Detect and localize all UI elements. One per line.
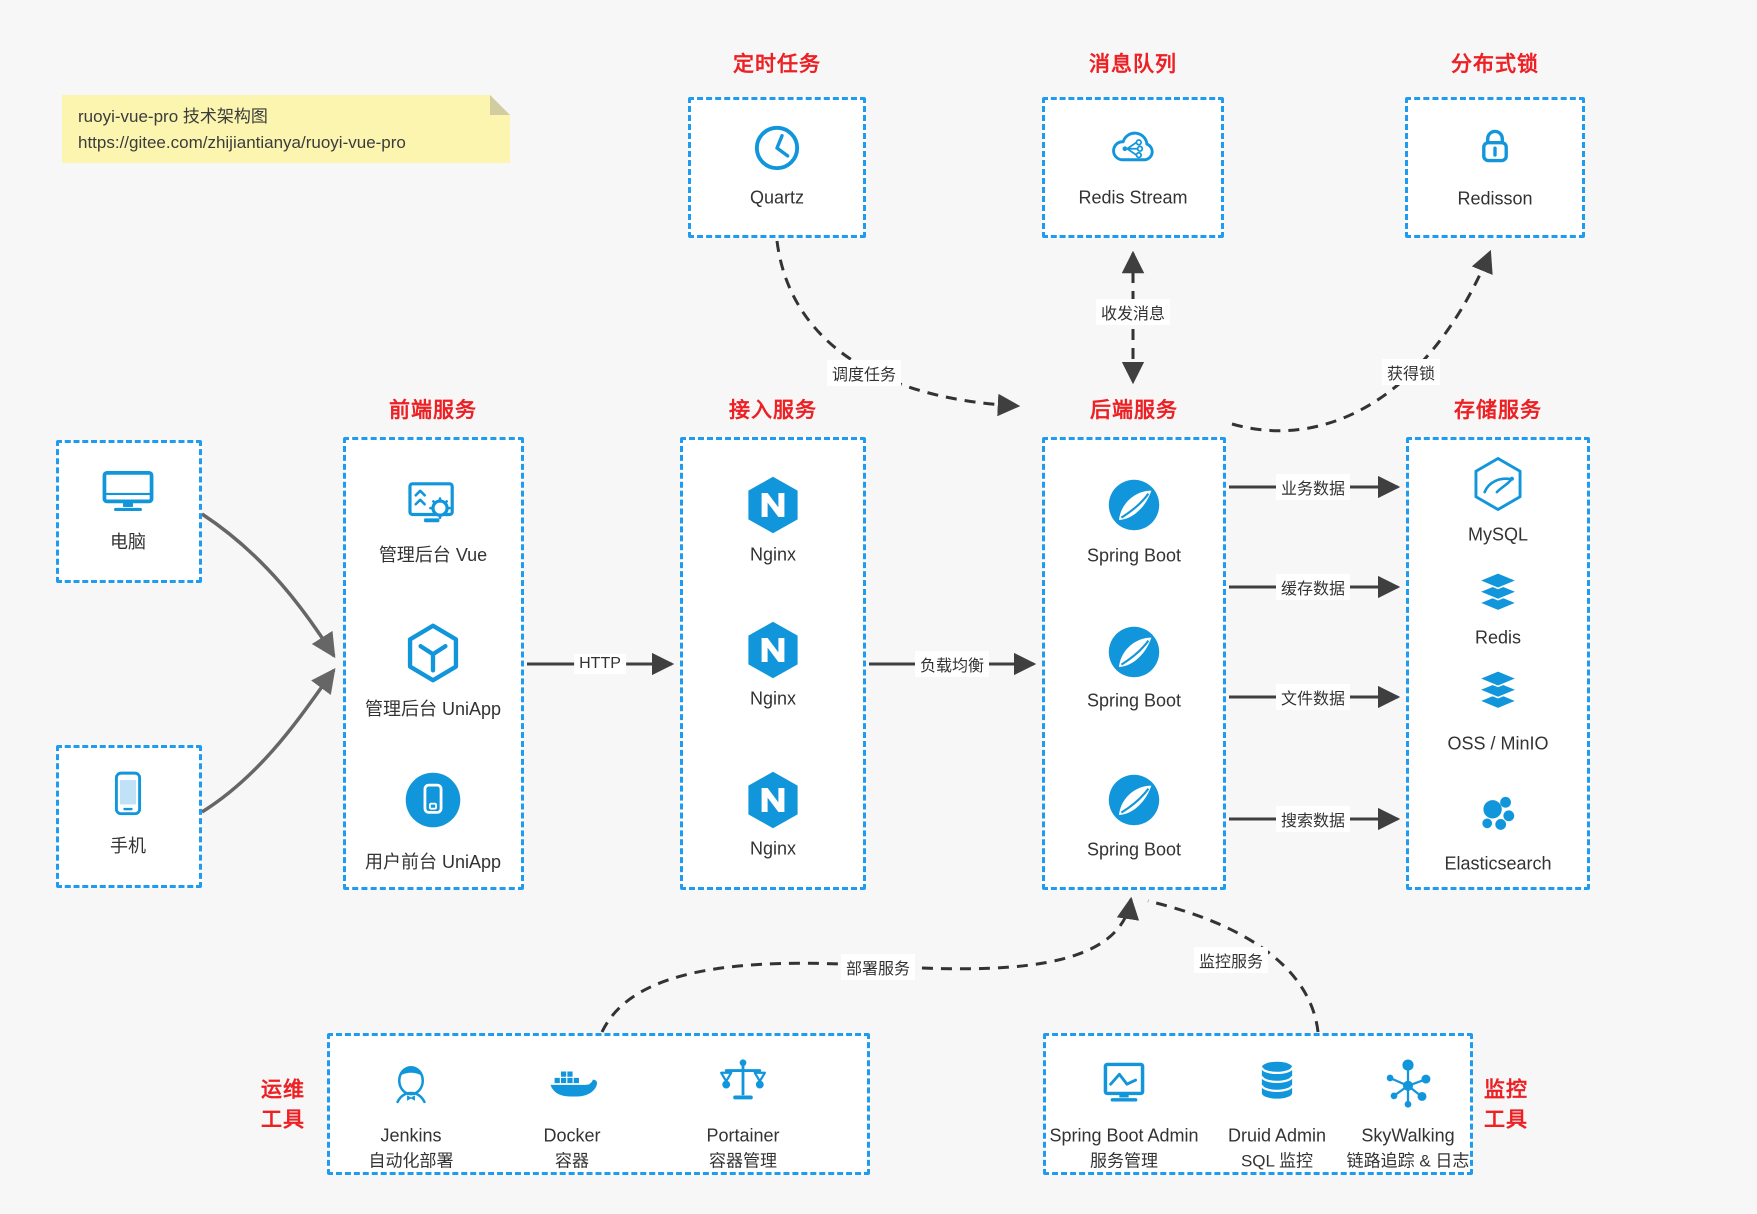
portainer-icon — [715, 1056, 771, 1112]
node-druid-desc: SQL 监控 — [1240, 1151, 1314, 1171]
group-monitor-tools — [1043, 1033, 1473, 1175]
nginx-icon — [743, 475, 803, 535]
node-nginx-3-label: Nginx — [749, 838, 797, 859]
nginx-icon — [743, 770, 803, 830]
node-redis-stream — [1042, 97, 1224, 238]
elasticsearch-icon — [1471, 785, 1525, 839]
edge-label-search-data: 搜索数据 — [1275, 806, 1351, 832]
node-nginx-2-label: Nginx — [749, 688, 797, 709]
node-nginx-1-label: Nginx — [749, 544, 797, 565]
spring-icon — [1104, 770, 1164, 830]
edge-label-file-data: 文件数据 — [1275, 684, 1351, 710]
group-title-distributed-lock: 分布式锁 — [1451, 53, 1539, 76]
node-portainer-desc: 容器管理 — [709, 1151, 777, 1171]
edge-label-business-data: 业务数据 — [1275, 474, 1351, 500]
node-skywalking-desc: 链路追踪 & 日志 — [1346, 1151, 1470, 1171]
node-admin-uniapp-label: 管理后台 UniApp — [364, 699, 502, 719]
redis-stack-icon — [1470, 566, 1526, 622]
node-redis-label: Redis — [1474, 627, 1522, 648]
column-title-frontend: 前端服务 — [389, 399, 477, 422]
node-portainer-label: Portainer — [706, 1125, 780, 1146]
database-icon — [1249, 1055, 1305, 1111]
computer-icon — [97, 458, 159, 520]
note-url: https://gitee.com/zhijiantianya/ruoyi-vu… — [78, 133, 406, 153]
node-jenkins-label: Jenkins — [380, 1125, 442, 1146]
node-druid-label: Druid Admin — [1227, 1125, 1327, 1146]
nginx-icon — [743, 620, 803, 680]
spring-icon — [1104, 622, 1164, 682]
topology-icon — [1380, 1055, 1436, 1111]
column-title-access: 接入服务 — [729, 399, 817, 422]
node-sba-desc: 服务管理 — [1090, 1151, 1158, 1171]
mysql-icon — [1469, 455, 1527, 513]
group-title-monitor-tools: 监控 工具 — [1484, 1078, 1528, 1132]
node-redisson-label: Redisson — [1457, 188, 1533, 209]
node-docker-label: Docker — [543, 1125, 601, 1146]
node-computer — [56, 440, 202, 583]
edge-label-messages: 收发消息 — [1095, 299, 1171, 325]
node-redisson — [1405, 97, 1585, 238]
cloud-stream-icon — [1104, 118, 1162, 176]
note-title: ruoyi-vue-pro 技术架构图 — [78, 107, 268, 126]
group-title-scheduled-tasks: 定时任务 — [733, 53, 821, 76]
group-title-ops-tools: 运维 工具 — [261, 1078, 305, 1132]
edge-label-schedule: 调度任务 — [826, 360, 902, 386]
admin-vue-icon — [401, 471, 465, 535]
edge-label-http: HTTP — [574, 654, 626, 674]
docker-icon — [543, 1057, 601, 1115]
spring-icon — [1104, 475, 1164, 535]
node-sba-label: Spring Boot Admin — [1049, 1125, 1199, 1146]
node-docker-desc: 容器 — [555, 1151, 589, 1171]
node-springboot-2-label: Spring Boot — [1086, 690, 1182, 711]
edge-label-deploy: 部署服务 — [840, 954, 916, 980]
node-jenkins-desc: 自动化部署 — [368, 1151, 454, 1171]
sticky-note: ruoyi-vue-pro 技术架构图 https://gitee.com/zh… — [62, 95, 510, 163]
node-elasticsearch-label: Elasticsearch — [1444, 853, 1552, 874]
edge-computer-to-frontend — [201, 512, 336, 659]
clock-icon — [749, 120, 805, 176]
edge-deploy — [600, 896, 1140, 1033]
group-ops-tools — [327, 1033, 870, 1175]
edge-lock — [1231, 249, 1493, 433]
column-title-storage: 存储服务 — [1454, 399, 1542, 422]
edge-phone-to-frontend — [201, 668, 336, 814]
node-phone-label: 手机 — [110, 836, 146, 856]
node-admin-vue-label: 管理后台 Vue — [378, 545, 488, 565]
user-app-icon — [402, 769, 464, 831]
node-oss-minio-label: OSS / MinIO — [1447, 733, 1549, 754]
edge-label-load-balance: 负载均衡 — [914, 651, 990, 677]
node-quartz-label: Quartz — [749, 187, 805, 208]
lock-icon — [1467, 118, 1523, 174]
node-computer-label: 电脑 — [110, 532, 146, 552]
node-springboot-3-label: Spring Boot — [1086, 839, 1182, 860]
node-skywalking-label: SkyWalking — [1361, 1125, 1455, 1146]
jenkins-icon — [383, 1056, 439, 1112]
node-phone — [56, 745, 202, 888]
phone-icon — [99, 765, 157, 823]
oss-stack-icon — [1470, 664, 1526, 720]
edge-label-lock: 获得锁 — [1381, 359, 1441, 385]
node-user-uniapp-label: 用户前台 UniApp — [364, 852, 502, 872]
cube-icon — [402, 622, 464, 684]
column-title-backend: 后端服务 — [1090, 399, 1178, 422]
node-springboot-1-label: Spring Boot — [1086, 545, 1182, 566]
monitor-chart-icon — [1095, 1054, 1153, 1112]
node-mysql-label: MySQL — [1467, 524, 1529, 545]
edge-monitor — [1147, 899, 1320, 1033]
node-redis-stream-label: Redis Stream — [1078, 187, 1188, 208]
edge-schedule — [775, 240, 1021, 417]
edge-label-monitor: 监控服务 — [1193, 947, 1269, 973]
edge-label-cache-data: 缓存数据 — [1275, 574, 1351, 600]
group-title-message-queue: 消息队列 — [1089, 53, 1177, 76]
